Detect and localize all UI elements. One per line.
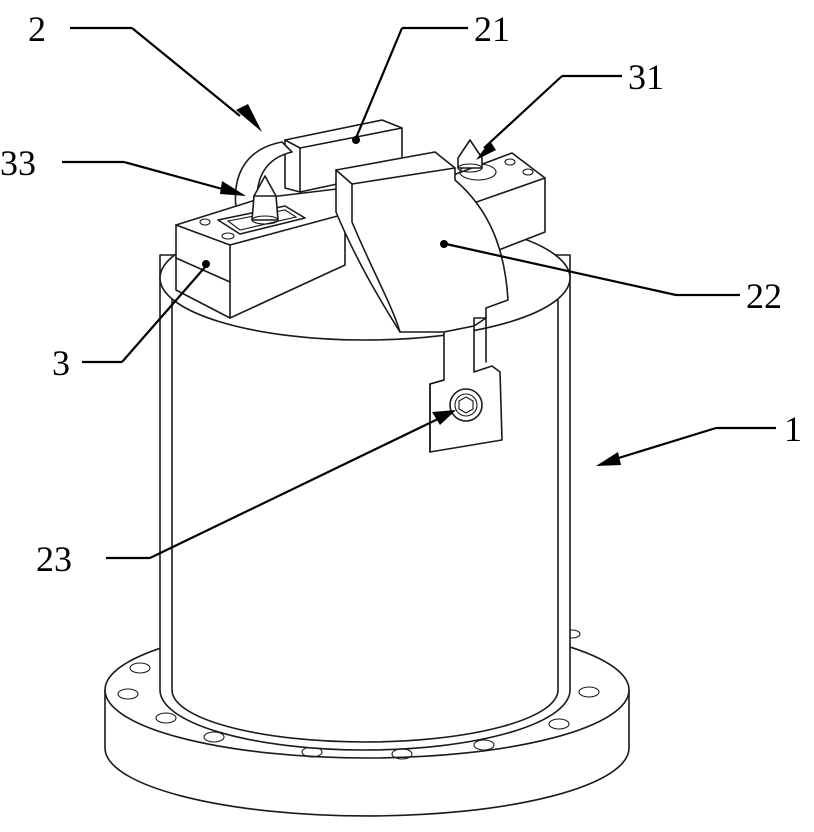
leader-lines <box>62 26 776 560</box>
locating-pin-33 <box>251 175 279 225</box>
label-23: 23 <box>36 539 72 579</box>
locating-pin-31 <box>457 139 483 173</box>
label-31: 31 <box>628 57 664 97</box>
label-21: 21 <box>474 9 510 49</box>
label-3: 3 <box>52 343 70 383</box>
part-labels: 2 21 31 33 22 3 1 23 <box>0 9 802 579</box>
screw-23 <box>449 388 483 422</box>
label-2: 2 <box>28 9 46 49</box>
flange-bolt-holes <box>117 629 600 760</box>
label-33: 33 <box>0 143 36 183</box>
label-22: 22 <box>746 276 782 316</box>
label-1: 1 <box>784 409 802 449</box>
